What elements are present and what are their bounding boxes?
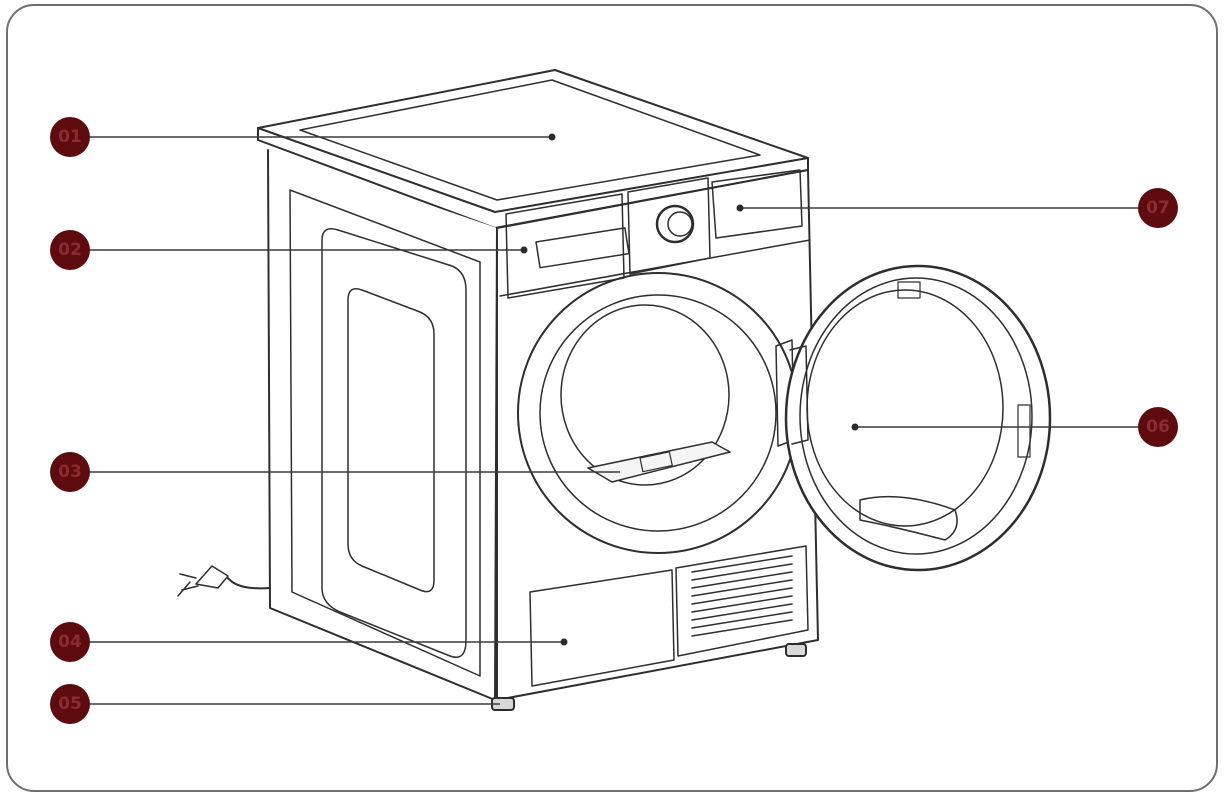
callout-badge-03: 03: [50, 452, 90, 492]
anchor-dot-06: [851, 423, 859, 431]
callout-badge-07: 07: [1138, 188, 1178, 228]
power-cord: [177, 565, 271, 597]
foot-front-right: [785, 643, 807, 657]
callout-badge-06: 06: [1138, 407, 1178, 447]
callout-badge-04: 04: [50, 622, 90, 662]
anchor-dot-07: [736, 204, 744, 212]
callout-badge-01: 01: [50, 117, 90, 157]
anchor-dot-01: [548, 133, 556, 141]
callout-badge-05: 05: [50, 684, 90, 724]
anchor-dot-04: [560, 638, 568, 646]
callout-badge-02: 02: [50, 230, 90, 270]
side-panel: [267, 149, 498, 701]
vent-grille: [691, 555, 793, 637]
front-panel: [491, 169, 819, 711]
door: [784, 264, 1052, 572]
anchor-dot-02: [520, 246, 528, 254]
diagram-frame: [6, 4, 1218, 792]
